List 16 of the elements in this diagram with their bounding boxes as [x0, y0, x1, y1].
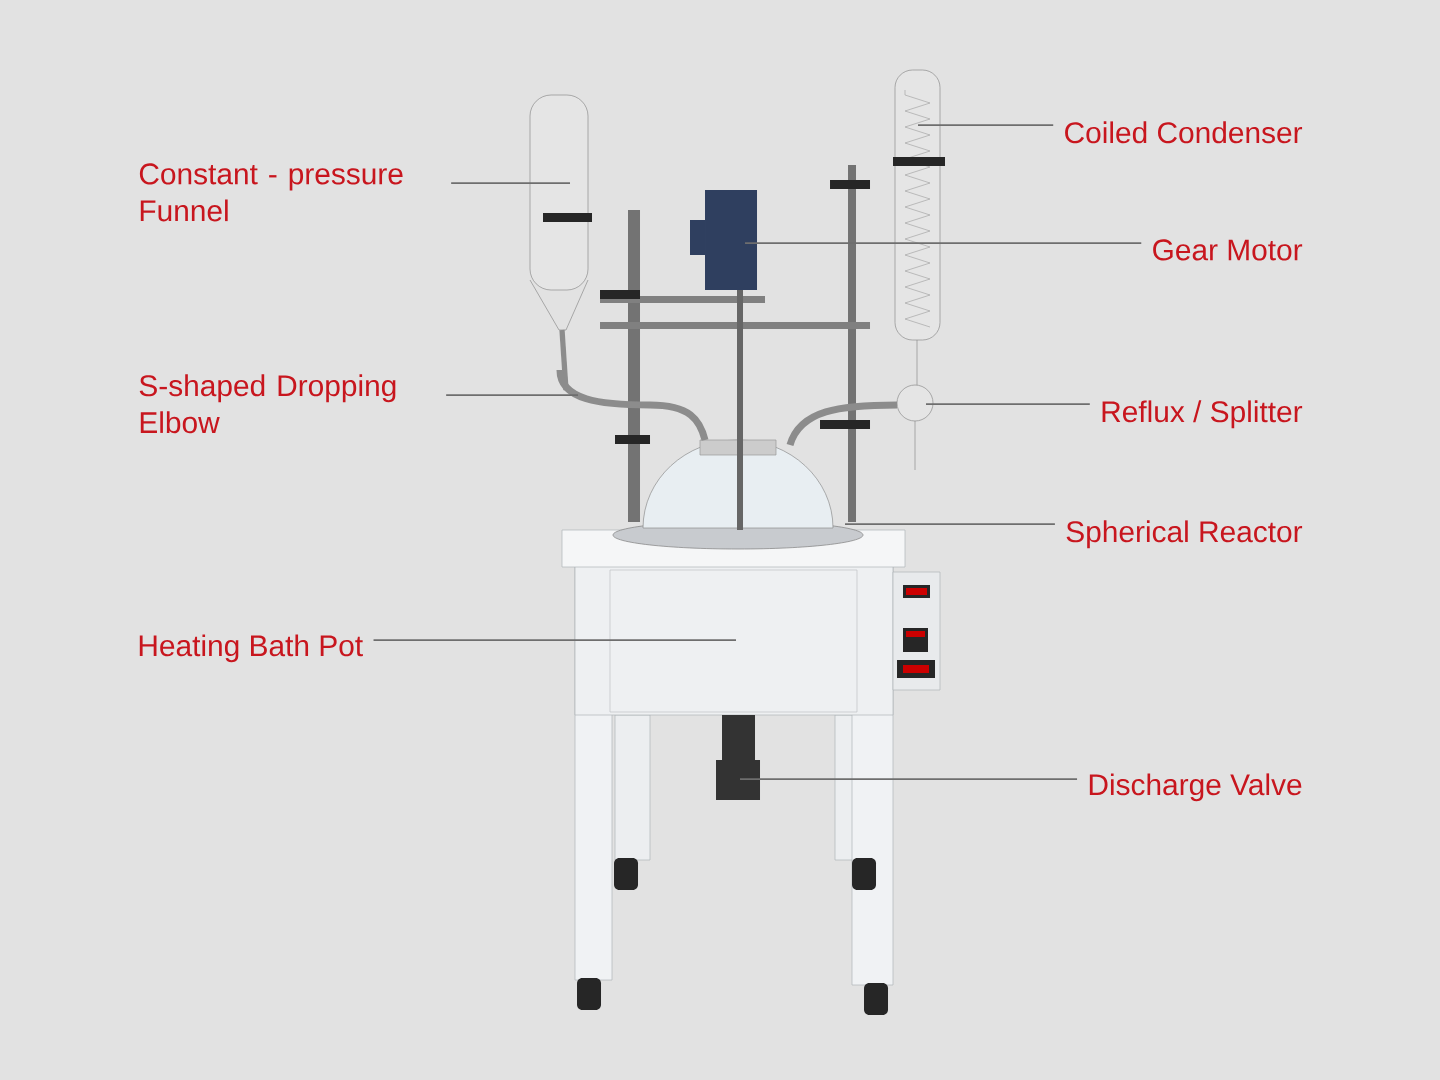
- part-label: Constant - pressure Funnel: [139, 163, 403, 222]
- leader-line: [844, 523, 1056, 525]
- leader-line: [917, 124, 1055, 126]
- leader-line: [744, 242, 1143, 244]
- part-label: Spherical Reactor: [1066, 520, 1303, 549]
- part-label: Reflux / Splitter: [1102, 400, 1303, 429]
- leader-line: [450, 182, 571, 184]
- leader-line: [372, 639, 737, 641]
- leader-line: [925, 403, 1091, 405]
- part-label: Gear Motor: [1153, 239, 1303, 261]
- part-label: Heating Bath Pot: [139, 634, 363, 663]
- part-label: S-shaped Dropping Elbow: [139, 374, 396, 434]
- leader-line: [739, 778, 1078, 780]
- leader-line: [445, 394, 579, 396]
- part-label: Coiled Condenser: [1065, 121, 1303, 144]
- part-label: Discharge Valve: [1089, 773, 1302, 802]
